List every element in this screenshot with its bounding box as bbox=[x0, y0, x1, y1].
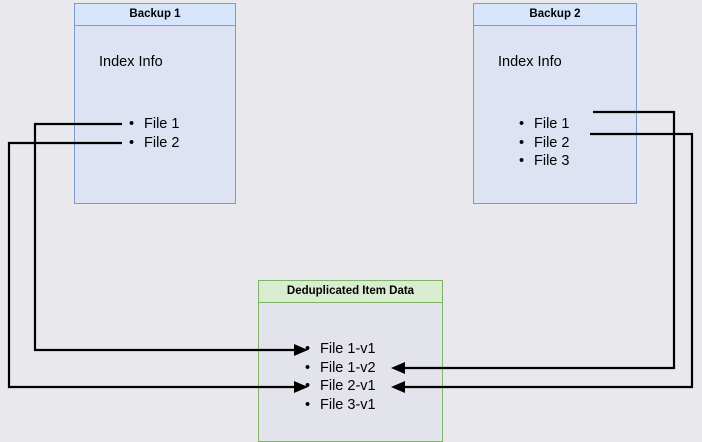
list-item[interactable]: File 3 bbox=[519, 152, 569, 171]
node-backup2-title: Backup 2 bbox=[474, 4, 636, 26]
node-deduplicated-item-data[interactable]: Deduplicated Item Data File 1-v1 File 1-… bbox=[258, 280, 443, 442]
node-backup1-file-list: File 1 File 2 bbox=[129, 115, 179, 152]
node-backup2-section-label: Index Info bbox=[498, 54, 562, 70]
node-backup1[interactable]: Backup 1 Index Info File 1 File 2 bbox=[74, 3, 236, 204]
node-backup2-file-list: File 1 File 2 File 3 bbox=[519, 115, 569, 171]
list-item[interactable]: File 2-v1 bbox=[305, 377, 376, 396]
list-item[interactable]: File 1 bbox=[129, 115, 179, 134]
list-item[interactable]: File 2 bbox=[129, 134, 179, 153]
node-dedup-box: Deduplicated Item Data File 1-v1 File 1-… bbox=[258, 280, 443, 442]
node-backup1-box: Backup 1 Index Info File 1 File 2 bbox=[74, 3, 236, 204]
node-dedup-file-list: File 1-v1 File 1-v2 File 2-v1 File 3-v1 bbox=[305, 340, 376, 414]
list-item[interactable]: File 1-v1 bbox=[305, 340, 376, 359]
node-dedup-title: Deduplicated Item Data bbox=[259, 281, 442, 303]
list-item[interactable]: File 3-v1 bbox=[305, 396, 376, 415]
node-backup2-box: Backup 2 Index Info File 1 File 2 File 3 bbox=[473, 3, 637, 204]
list-item[interactable]: File 2 bbox=[519, 134, 569, 153]
list-item[interactable]: File 1-v2 bbox=[305, 359, 376, 378]
node-backup2[interactable]: Backup 2 Index Info File 1 File 2 File 3 bbox=[473, 3, 637, 204]
node-backup1-section-label: Index Info bbox=[99, 54, 163, 70]
list-item[interactable]: File 1 bbox=[519, 115, 569, 134]
node-backup1-title: Backup 1 bbox=[75, 4, 235, 26]
